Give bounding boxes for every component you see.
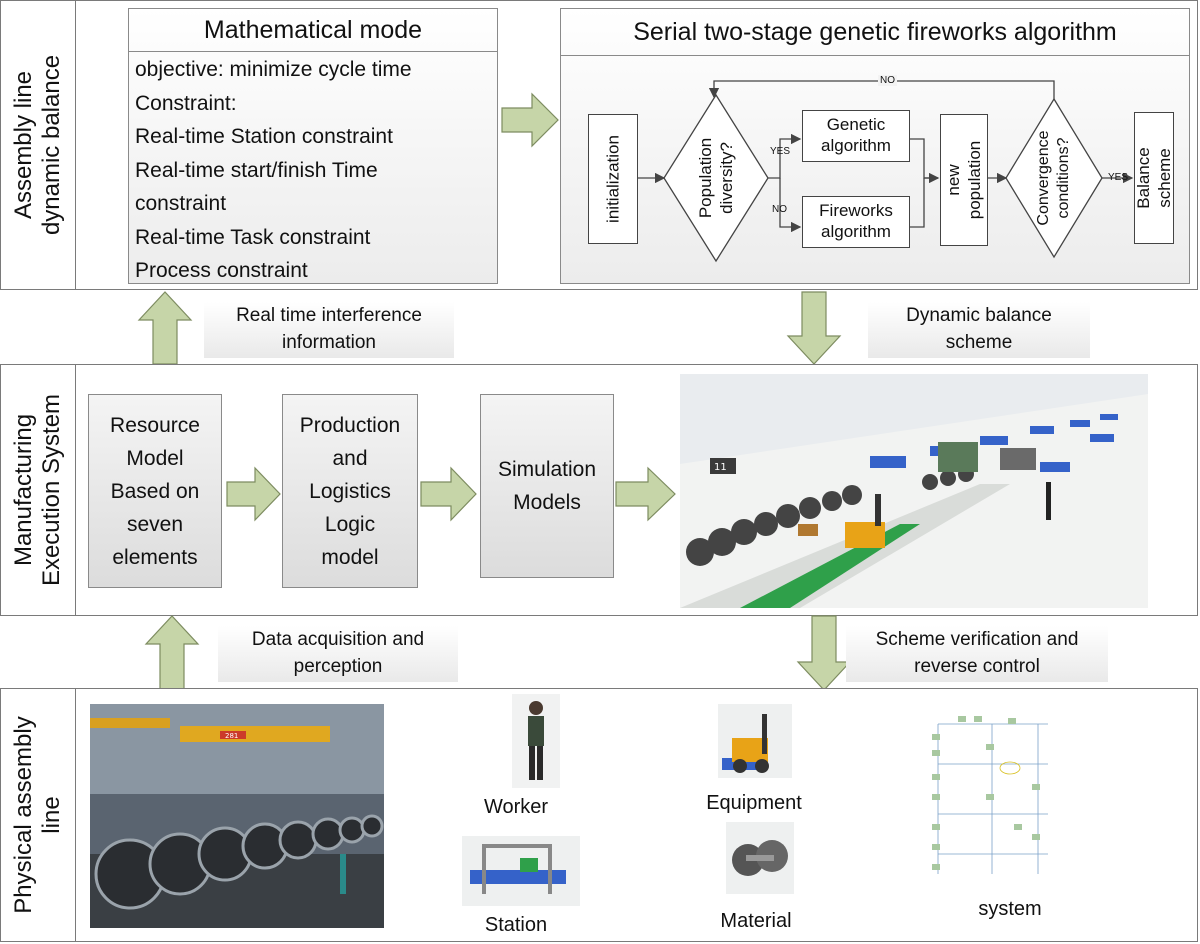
math-line: Real-time Station constraint [135, 125, 393, 148]
arrow-right-1 [226, 466, 281, 522]
system-label: system [978, 898, 1042, 920]
math-model-box: Mathematical mode objective: minimize cy… [128, 8, 498, 284]
arrow-down-balance [786, 291, 842, 365]
equipment-label: Equipment [706, 792, 802, 814]
arrow-up-interference [137, 291, 193, 365]
initialization-box: initialization [588, 114, 638, 244]
station-label: Station [484, 914, 548, 936]
arrow-right-math [501, 92, 559, 148]
no-label-1: NO [772, 204, 787, 215]
no-label-2: NO [878, 75, 897, 86]
system-diagram-image [918, 704, 1066, 888]
arrow-right-3 [615, 466, 676, 522]
worker-image [512, 694, 560, 788]
algorithm-title: Serial two-stage genetic fireworks algor… [561, 9, 1189, 56]
arrow-down-verification [796, 615, 852, 691]
simulation-render-image: 11 [680, 374, 1148, 608]
yes-label-2: YES [1108, 172, 1129, 183]
yes-label-1: YES [770, 146, 791, 157]
arrow-up-acquisition [144, 615, 200, 691]
worker-label: Worker [483, 796, 549, 818]
math-line: Real-time Task constraint [135, 225, 371, 249]
factory-photo: 281 [90, 704, 384, 928]
flowchart-connectors [638, 80, 1134, 263]
math-line: objective: minimize cycle time [135, 58, 412, 81]
photo-sign: 281 [225, 732, 238, 740]
material-label: Material [720, 910, 792, 932]
math-line: Process constraint [135, 259, 308, 282]
material-image [726, 822, 794, 894]
svg-text:11: 11 [714, 462, 727, 473]
math-model-title: Mathematical mode [129, 9, 497, 52]
equipment-image [718, 704, 792, 778]
arrow-right-2 [420, 466, 477, 522]
math-line: constraint [135, 192, 227, 215]
math-line: Real-time start/finish Time [135, 158, 378, 182]
math-line: Constraint: [135, 91, 237, 115]
station-image [462, 836, 580, 906]
